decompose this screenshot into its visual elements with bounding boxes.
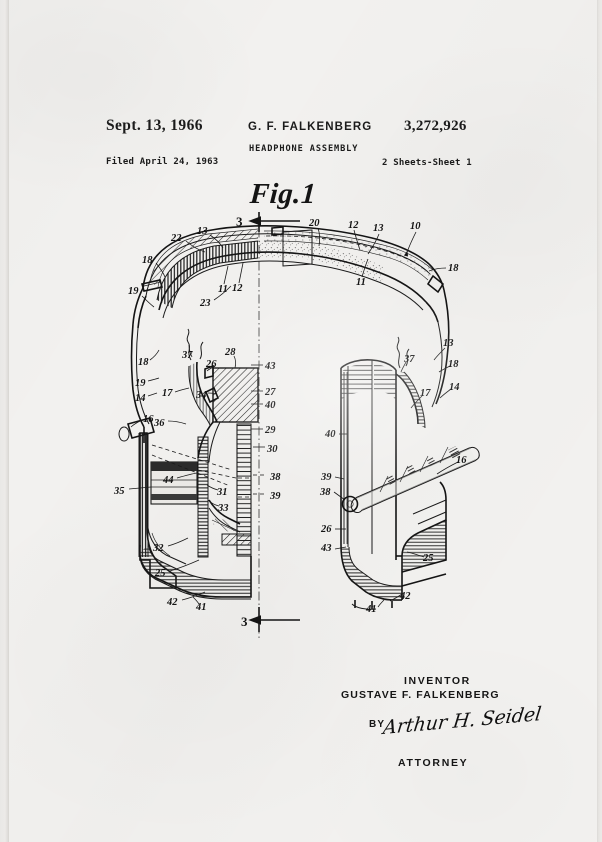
ref-numeral-39-center: 39 [269,491,281,502]
ref-numeral-37-left: 37 [181,350,193,361]
ref-numeral-20: 20 [308,218,320,229]
ref-numeral-38-center: 38 [269,472,281,483]
ref-numeral-40-right: 40 [324,429,336,440]
attorney-label: ATTORNEY [398,757,469,769]
ref-numeral-16-right: 16 [456,455,467,466]
figure-label: Fig.1 [248,178,318,210]
ref-numeral-31: 31 [216,487,228,498]
header-invention-title: HEADPHONE ASSEMBLY [249,144,359,154]
ref-numeral-26-right: 26 [320,524,332,535]
ref-numeral-25-left: 25 [154,568,166,579]
ref-numeral-10: 10 [410,221,421,232]
ref-numeral-27: 27 [264,387,276,398]
ref-numeral-30: 30 [266,444,278,455]
ref-numeral-13-left: 13 [197,226,208,237]
header-filed-date: Filed April 24, 1963 [106,157,219,167]
section-marker-bottom-label: 3 [241,614,248,629]
inventor-name: GUSTAVE F. FALKENBERG [341,689,500,701]
header-sheet-count: 2 Sheets-Sheet 1 [382,158,472,168]
scan-edge-left [0,0,9,842]
ref-numeral-17-right: 17 [420,388,431,399]
ref-numeral-38-right: 38 [319,487,331,498]
ref-numeral-18-right-arm: 18 [448,359,459,370]
ref-numeral-40-center: 40 [264,400,276,411]
ref-numeral-39-right: 39 [320,472,332,483]
ref-numeral-18-left-top: 18 [142,255,153,266]
ref-numeral-32: 32 [152,543,164,554]
ref-numeral-11-left: 11 [218,284,228,295]
ref-numeral-36: 36 [153,418,165,429]
ref-numeral-13-top: 13 [373,223,384,234]
ref-numeral-44: 44 [162,475,174,486]
by-label: BY [369,719,386,730]
ref-numeral-12-left: 12 [232,283,243,294]
ref-numeral-18-right-top: 18 [448,263,459,274]
ref-numeral-42-left: 42 [166,597,178,608]
ref-numeral-12-top: 12 [348,220,359,231]
ref-numeral-34: 34 [195,390,207,401]
ref-numeral-41-right: 41 [365,604,377,615]
ref-numeral-25-right: 25 [422,553,434,564]
inventor-label: INVENTOR [404,675,471,687]
header-date: Sept. 13, 1966 [106,117,203,134]
ref-numeral-22: 22 [170,233,182,244]
ref-numeral-19-left: 19 [128,286,139,297]
ref-numeral-41-left: 41 [195,602,207,613]
ref-numeral-14-right: 14 [449,382,460,393]
ref-numeral-28: 28 [224,347,236,358]
section-marker-top-label: 3 [236,214,243,229]
ref-numeral-43-right: 43 [320,543,332,554]
ref-numeral-11-right: 11 [356,277,366,288]
header-patent-number: 3,272,926 [404,118,467,134]
ref-numeral-37-right: 37 [403,354,415,365]
scan-edge-right [597,0,602,842]
ref-numeral-18-left-arm: 18 [138,357,149,368]
ref-numeral-43-center: 43 [264,361,276,372]
ref-numeral-14-left: 14 [135,393,146,404]
ref-numeral-26-left: 26 [205,359,217,370]
ref-numeral-35: 35 [113,486,125,497]
ref-numeral-13-right: 13 [443,338,454,349]
ref-numeral-16-left: 16 [143,414,154,425]
ref-numeral-23: 23 [199,298,211,309]
ref-numeral-17-left: 17 [162,388,173,399]
ref-numeral-19-arm: 19 [135,378,146,389]
header-inventor-name: G. F. FALKENBERG [248,121,373,133]
ref-numeral-29: 29 [264,425,276,436]
ref-numeral-33: 33 [217,503,229,514]
ref-numeral-42-right: 42 [399,591,411,602]
